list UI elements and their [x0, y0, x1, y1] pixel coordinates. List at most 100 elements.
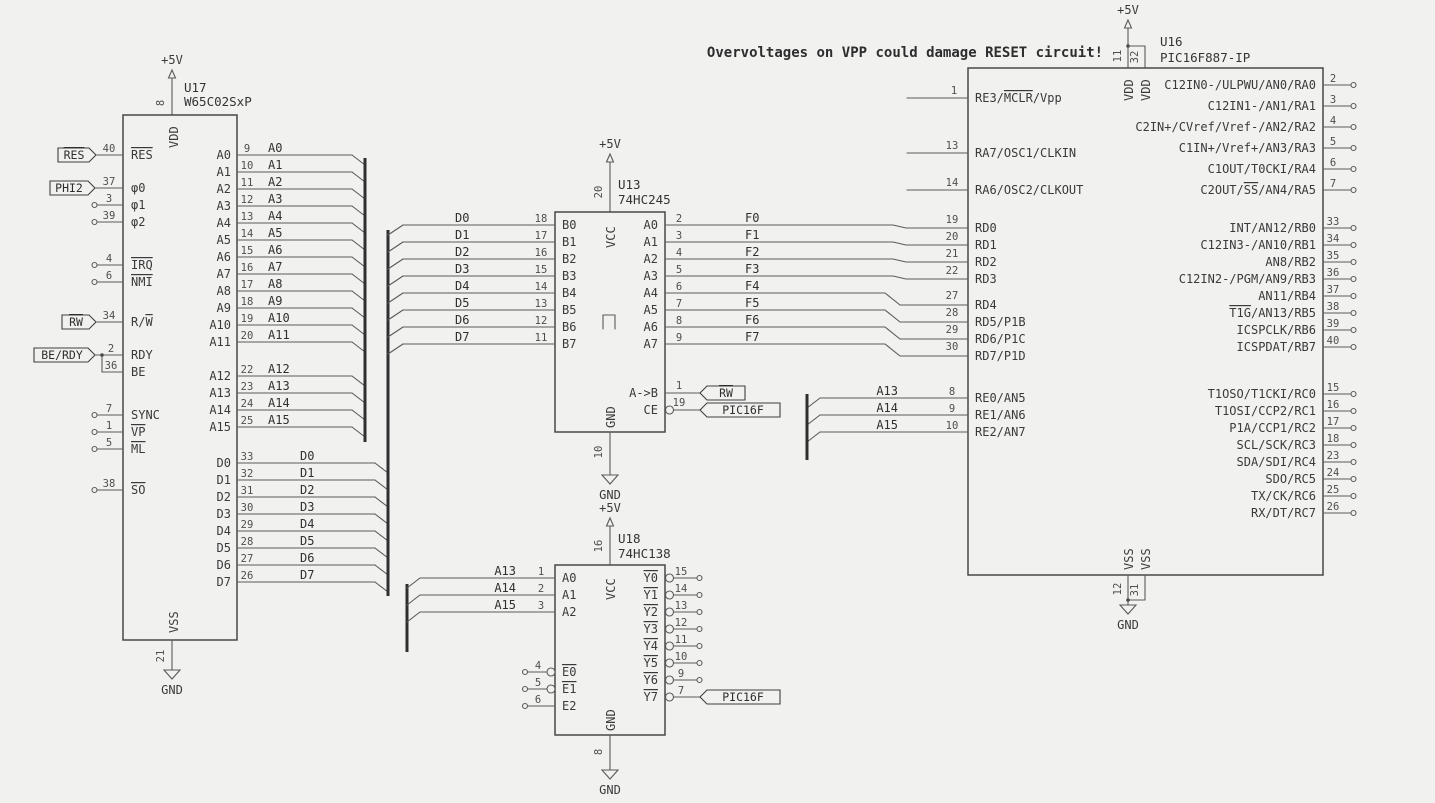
- pin-name: φ0: [131, 181, 145, 195]
- pin-number: 2: [1330, 73, 1336, 85]
- pin-number: 11: [241, 177, 254, 189]
- pin-name: C2OUT/SS/AN4/RA5: [1200, 183, 1316, 197]
- pin-row: C1IN+/Vref+/AN3/RA3 5: [1179, 136, 1357, 155]
- pin-row: D4 29 D4: [217, 517, 389, 542]
- unconnected-circle: [696, 659, 703, 667]
- pin-row: D2 31 D2: [217, 483, 389, 508]
- bus-entry: [351, 324, 366, 336]
- pin-name: P1A/CCP1/RC2: [1229, 421, 1316, 435]
- pin-row: Y5 10: [644, 651, 703, 670]
- unconnected-circle: [1350, 165, 1357, 173]
- u16-rb-pins: INT/AN12/RB0 33 C12IN3-/AN10/RB1 34 AN8/…: [1179, 216, 1357, 354]
- chip-body-74hc245[interactable]: [554, 211, 666, 433]
- pin-number: 5: [676, 264, 682, 276]
- global-label-rw[interactable]: [61, 314, 97, 330]
- u17-data-pins: D0 33 D0 D1 32 D1 D2 31 D2 D3 30: [217, 449, 389, 593]
- f-wire-row: A7 9 F7 30 RD7/P1D: [644, 330, 1026, 363]
- unconnected-circle: [91, 201, 98, 209]
- buffer-direction-icon: [602, 314, 616, 330]
- pin-name: A1: [217, 165, 231, 179]
- pin-row: Y2 13: [644, 600, 703, 619]
- pin-name: D5: [217, 541, 231, 555]
- pin-name: D2: [217, 490, 231, 504]
- pin-name: E2: [562, 699, 576, 713]
- u17-addr-pins-a: A0 9 A0 A1 10 A1 A2 11 A2 A3 12: [209, 141, 366, 353]
- wire: [664, 275, 969, 280]
- net-label: A0: [268, 141, 282, 155]
- net-label: D6: [300, 551, 314, 565]
- net-label: D4: [300, 517, 314, 531]
- pin-number: 7: [106, 403, 112, 415]
- bus-entry: [387, 309, 404, 321]
- pin-number: 38: [1327, 301, 1340, 313]
- pin-name: B1: [562, 235, 576, 249]
- unconnected-circle: [1350, 509, 1357, 517]
- pin-row: 1 VP: [91, 420, 145, 439]
- pin-row: C12IN0-/ULPWU/AN0/RA0 2: [1164, 73, 1357, 92]
- pin-number: 17: [241, 279, 254, 291]
- so-pin: 38 SO: [91, 478, 145, 497]
- global-label-rw[interactable]: [699, 385, 746, 401]
- bus-entry: [374, 547, 389, 559]
- global-label-phi2[interactable]: [49, 180, 96, 196]
- pin-name: A1: [562, 588, 576, 602]
- unconnected-circle: [1350, 258, 1357, 266]
- pin-number: 17: [1327, 416, 1340, 428]
- bus-entry: [387, 224, 404, 236]
- wire: [1127, 45, 1146, 69]
- net-label: F5: [745, 296, 759, 310]
- unconnected-circle: [1350, 309, 1357, 317]
- unconnected-circle: [1350, 275, 1357, 283]
- pin-name: A2: [644, 252, 658, 266]
- pin-number: 36: [105, 360, 118, 372]
- pin-row: 11 B7 D7: [387, 330, 576, 355]
- pin-name: A0: [562, 571, 576, 585]
- pin-row: D1 32 D1: [217, 466, 389, 491]
- pin-row: AN11/RB4 37: [1258, 284, 1357, 303]
- pin-name: INT/AN12/RB0: [1229, 221, 1316, 235]
- bus-entry: [374, 530, 389, 542]
- pin-row: 6 NMI: [91, 270, 153, 289]
- pin-number: 3: [1330, 94, 1336, 106]
- pin-name: A4: [644, 286, 658, 300]
- chip-body-w65c02[interactable]: [122, 114, 238, 641]
- dir-pin: A->B 1 RW: [629, 380, 746, 401]
- global-label-pic16f[interactable]: [699, 402, 781, 418]
- pin-name: C1OUT/T0CKI/RA4: [1208, 162, 1316, 176]
- global-label-pic16f[interactable]: [699, 689, 781, 705]
- pin-number: 16: [241, 262, 254, 274]
- value: W65C02SxP: [184, 94, 252, 109]
- pin-name-vss: VSS: [1122, 548, 1136, 570]
- pin-row: C2OUT/SS/AN4/RA5 7: [1200, 178, 1357, 197]
- global-label-text: PIC16F: [722, 690, 764, 704]
- net-label: D2: [455, 245, 469, 259]
- chip-body-pic16f887[interactable]: [967, 67, 1324, 576]
- pin-row: A13 23 A13: [209, 379, 366, 404]
- unconnected-circle: [91, 411, 98, 419]
- net-label: A13: [494, 564, 516, 578]
- pin-row: D0 33 D0: [217, 449, 389, 474]
- pin-name: E0: [562, 665, 576, 679]
- pin-name: D1: [217, 473, 231, 487]
- pin-number: 15: [1327, 382, 1340, 394]
- pin-row: A9 18 A9: [217, 294, 366, 319]
- global-label-res[interactable]: [57, 147, 97, 163]
- phi0-pin: PHI2 37 φ0: [49, 176, 145, 196]
- pin-name: RE3/MCLR/Vpp: [975, 91, 1062, 105]
- pin-number: 10: [241, 160, 254, 172]
- invert-bubble: [664, 590, 675, 600]
- pin-number: 33: [241, 451, 254, 463]
- pin-name: BE: [131, 365, 145, 379]
- u13-a-pins-high: A4 6 F4 27 RD4 A5 7 F5 28 RD5/P1B A6 8 F…: [644, 279, 1026, 363]
- pin-name: B5: [562, 303, 576, 317]
- pin-row: A14 24 A14: [209, 396, 366, 421]
- bus-entry: [374, 564, 389, 576]
- pin-row: Y4 11: [644, 634, 703, 653]
- chip-body-74hc138[interactable]: [554, 564, 666, 736]
- pin-name: CE: [644, 403, 658, 417]
- net-label: A15: [268, 413, 290, 427]
- global-label-berdy[interactable]: [33, 347, 96, 363]
- pin-number: 5: [106, 437, 112, 449]
- pin-number: 19: [241, 313, 254, 325]
